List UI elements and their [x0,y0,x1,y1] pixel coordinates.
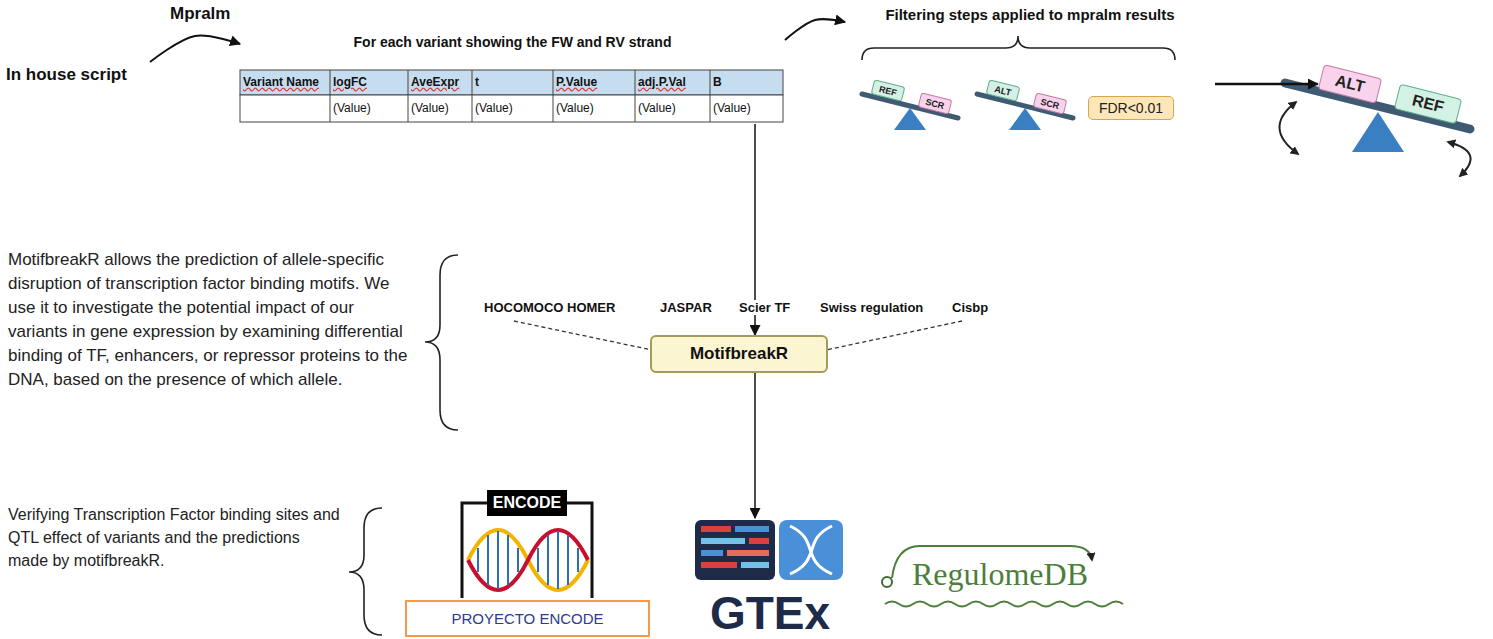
table-grid [330,70,710,122]
tilt-arrow [1448,142,1471,176]
heatmap-cell [735,526,769,532]
node-text: PROYECTO ENCODE [451,610,603,627]
heatmap-cell [727,550,769,556]
helix-strand [468,530,588,590]
allele-tag: REF [1394,84,1462,125]
database-name: Swiss regulation [818,300,925,315]
table-value-row [240,95,783,122]
node-text: SCR [1040,96,1061,110]
node-text: SCR [925,96,946,110]
database-name: HOMER [565,300,617,315]
node-text: For each variant showing the FW and RV s… [354,34,672,50]
heatmap-cell [701,562,737,568]
heatmap-icon [695,520,775,580]
node-text: ALT [1333,72,1366,97]
logo-dot [882,577,892,587]
table-value-cell: (Value) [556,95,633,122]
table-header-cell: Variant Name [243,70,328,95]
heatmap-cell [701,526,731,532]
node-text: RegulomeDB [912,557,1088,592]
table-header-cell: t [475,70,551,95]
brace [349,508,382,635]
dna-helix [790,526,832,574]
table-header-cell: logFC [333,70,406,95]
table-header-cell: P.Value [556,70,633,95]
heatmap-cell [749,538,769,544]
database-logo: GTEx [695,518,845,636]
description-text: Verifying Transcription Factor binding s… [8,503,340,572]
logo-caption-box: PROYECTO ENCODE [405,600,650,637]
table-header-cell: adj.P.Val [638,70,708,95]
allele-tag: REF [871,79,906,101]
node-text: Filtering steps applied to mpralm result… [885,6,1174,23]
database-name: JASPAR [658,300,714,315]
heatmap-cell [741,562,769,568]
tilt-arrow [1279,102,1298,154]
table-value-cell: (Value) [475,95,551,122]
allele-tag: SCR [918,92,953,114]
dna-icon [779,520,843,580]
heatmap-cell [701,538,745,544]
table-header-row [240,70,783,95]
node-text: In house script [6,65,127,85]
brace [425,255,458,430]
node-text: ENCODE [493,494,561,512]
dashed-leader [826,321,962,350]
database-name: Scier TF [737,300,792,315]
allele-tag: SCR [1033,92,1068,114]
seesaw-fulcrum [1352,112,1404,152]
description-text: MotifbreakR allows the prediction of all… [8,248,408,392]
logo-title: ENCODE [487,490,567,516]
database-logo: RegulomeDB [880,553,1120,597]
database-name: Cisbp [950,300,990,315]
connector-arrow [754,373,756,518]
helix-rungs [478,531,578,589]
threshold-box: FDR<0.01 [1088,96,1174,120]
filter-group: Filtering steps applied to mpralm result… [845,6,1215,134]
edge-label: Mpralm [168,4,232,24]
table-value-cell: (Value) [638,95,708,122]
table-value-cell: (Value) [411,95,470,122]
table-header-cell: AveExpr [411,70,470,95]
connector-arrow [150,36,240,62]
seesaw-fulcrum [894,108,926,130]
allele-tag: ALT [986,79,1021,101]
table-header-cell: B [713,70,781,95]
node-text: REF [878,83,898,97]
table-value-cell: (Value) [713,95,781,122]
seesaw-fulcrum [1009,108,1041,130]
logo-wave [885,602,1123,607]
node-text: REF [1410,91,1445,116]
node-text: FDR<0.01 [1099,100,1163,116]
process-label: In house script [6,62,156,88]
logo-frame [462,503,592,598]
connector-arrow [785,19,845,40]
node-text: GTEx [710,590,830,636]
connector-arrow [1215,83,1318,86]
node-text: ALT [994,83,1013,97]
heatmap-cell [701,550,723,556]
dashed-leader [514,321,652,350]
helix-strand [468,530,588,590]
allele-tag: ALT [1318,64,1383,104]
tool-box: MotifbreakR [650,335,828,373]
brace [862,36,1175,60]
table-value-cell: (Value) [333,95,406,122]
database-name: HOCOMOCO [482,300,565,315]
node-text: MotifbreakR [690,344,788,364]
